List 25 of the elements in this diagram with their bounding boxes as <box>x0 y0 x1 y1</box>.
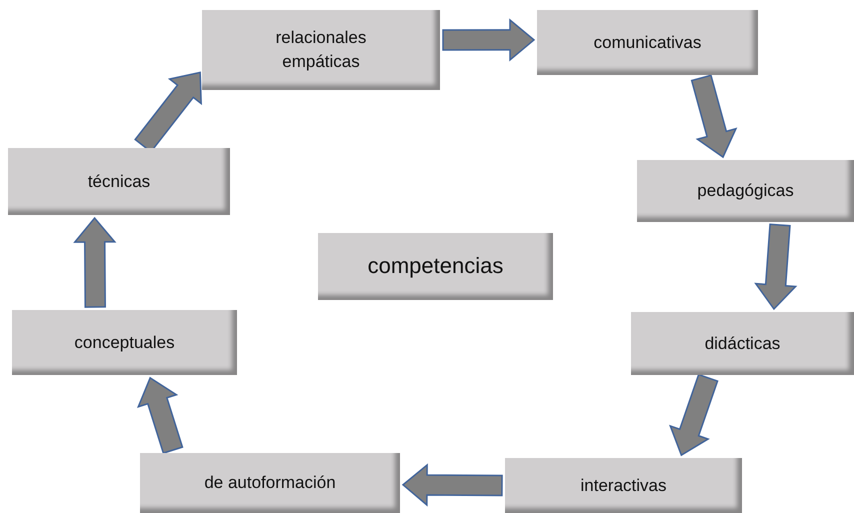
box-label: competencias <box>366 252 504 280</box>
box-label: pedagógicas <box>696 180 795 202</box>
block-arrow <box>669 374 718 456</box>
box-label: comunicativas <box>592 32 702 54</box>
process-box <box>8 148 230 215</box>
block-arrow <box>73 216 116 308</box>
block-arrow <box>754 223 798 310</box>
block-arrow <box>690 74 738 158</box>
box-label: didácticas <box>704 332 782 355</box>
process-box <box>537 10 758 75</box>
box-label: conceptuales <box>73 332 176 354</box>
process-box <box>505 458 742 513</box>
process-box <box>140 453 400 513</box>
block-arrow <box>402 463 503 507</box>
process-box <box>637 160 854 222</box>
box-label: interactivas <box>580 474 668 497</box>
process-box <box>12 310 237 375</box>
block-arrow <box>136 376 184 454</box>
block-arrow <box>442 18 536 62</box>
box-label: técnicas <box>86 170 152 193</box>
box-label: de autoformación <box>203 472 337 494</box>
process-box <box>202 10 440 90</box>
process-box <box>318 233 553 300</box>
box-label: relacionales empáticas <box>274 27 368 73</box>
process-box <box>631 312 854 375</box>
